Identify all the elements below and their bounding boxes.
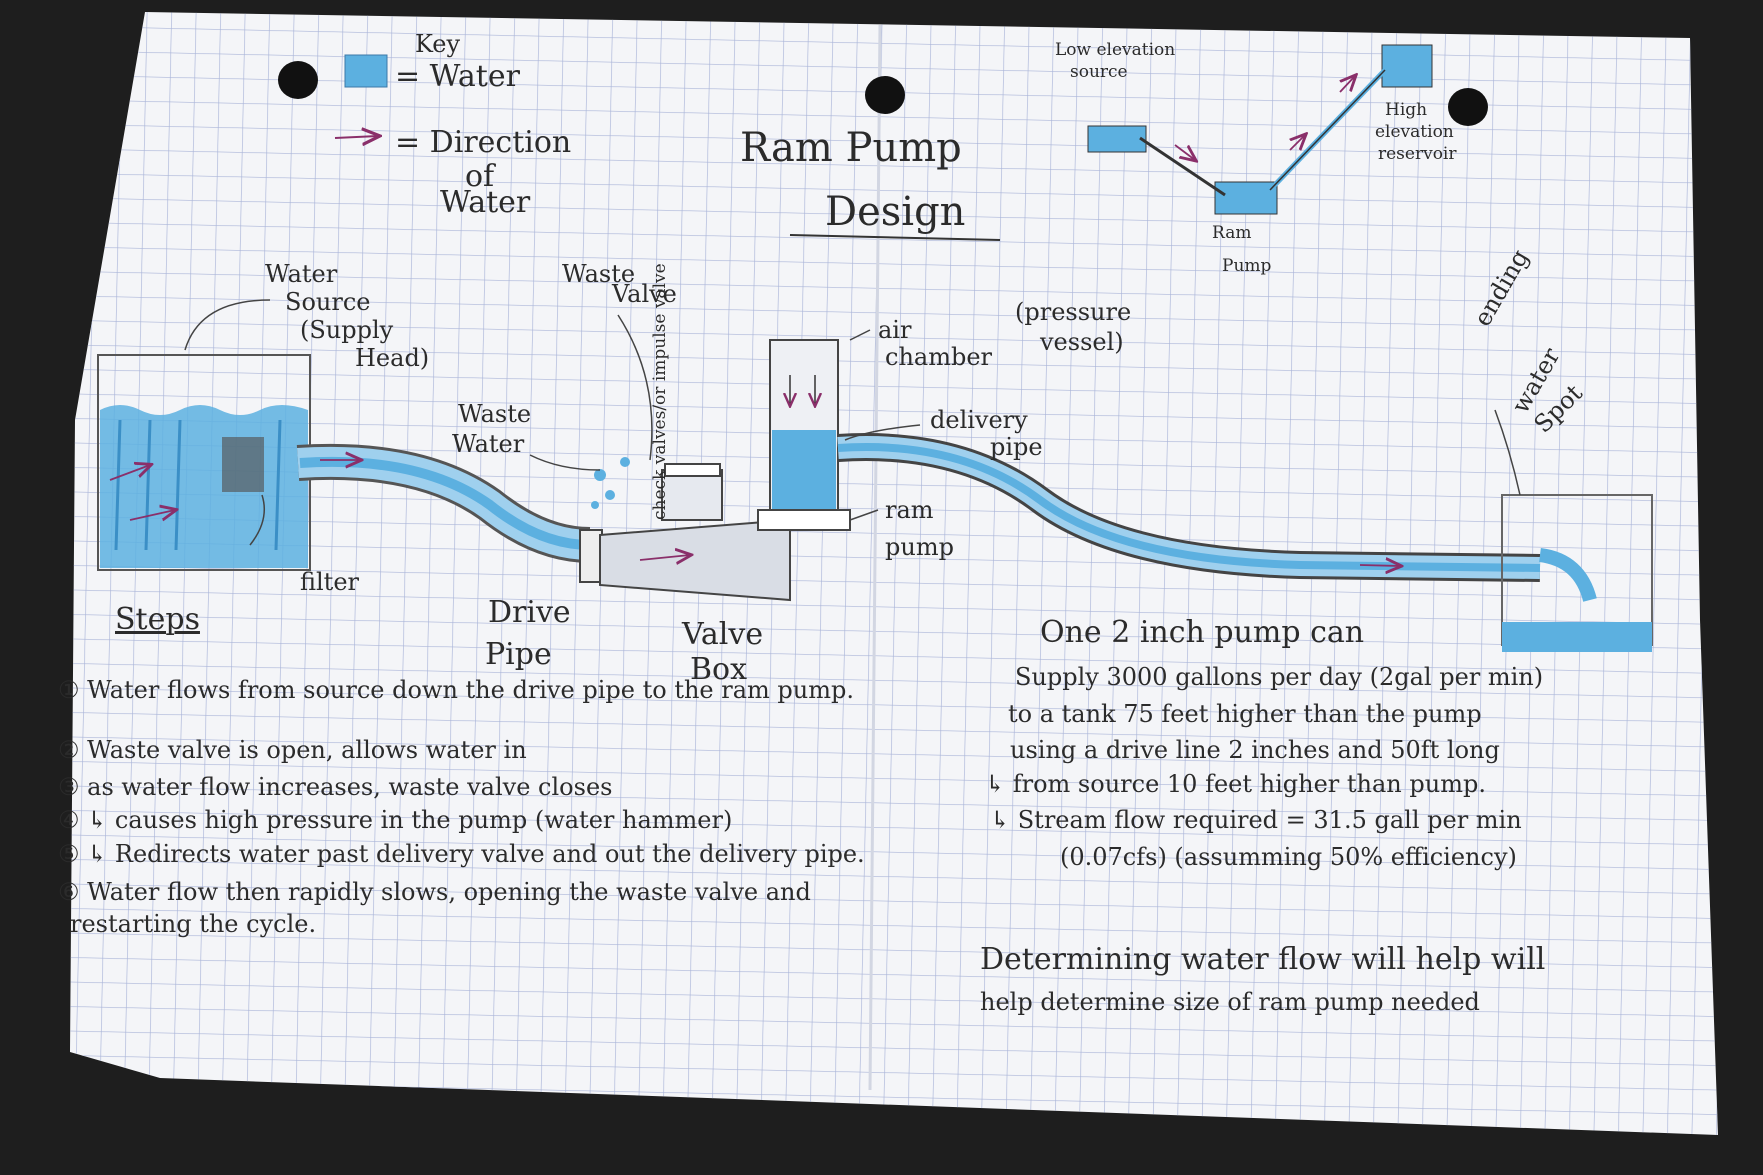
waste-valve-label: Waste bbox=[562, 260, 636, 288]
waste-valve-label: Valve bbox=[612, 280, 677, 308]
valve-box-label: Valve bbox=[682, 617, 764, 652]
key-heading: Key bbox=[415, 30, 461, 58]
key-water-swatch bbox=[344, 54, 388, 88]
title: Ram Pump bbox=[740, 125, 962, 171]
note-line: ↳ from source 10 feet higher than pump. bbox=[985, 770, 1486, 798]
key-direction-label: Water bbox=[440, 185, 531, 220]
step-item: ⑥ Water flow then rapidly slows, opening… bbox=[58, 878, 811, 906]
conclusion-line: Determining water flow will help will bbox=[980, 942, 1546, 977]
step-item: restarting the cycle. bbox=[70, 910, 317, 938]
mini-ram-pump-label: Pump bbox=[1222, 256, 1272, 276]
drive-pipe-label: Drive bbox=[488, 595, 571, 630]
ram-pump-body bbox=[579, 339, 851, 602]
binder-hole bbox=[865, 76, 905, 114]
conclusion-line: help determine size of ram pump needed bbox=[980, 988, 1480, 1016]
binder-hole bbox=[278, 61, 318, 99]
water-source-label: Source bbox=[285, 288, 371, 316]
note-line: One 2 inch pump can bbox=[1040, 615, 1365, 650]
key-arrow-icon bbox=[334, 136, 378, 138]
waste-water-label: Water bbox=[452, 430, 525, 458]
delivery-pipe-label: pipe bbox=[990, 433, 1043, 461]
water-source-label: Head) bbox=[355, 344, 430, 372]
note-line: using a drive line 2 inches and 50ft lon… bbox=[1010, 736, 1500, 764]
title: Design bbox=[825, 189, 966, 235]
step-item: ① Water flows from source down the drive… bbox=[58, 676, 854, 704]
step-item: ④ ↳ causes high pressure in the pump (wa… bbox=[58, 806, 733, 834]
air-chamber-label: air bbox=[878, 316, 912, 344]
ending-tank bbox=[1501, 494, 1653, 652]
check-valve-label: check valves/or impulse valve bbox=[650, 263, 670, 520]
step-item: ② Waste valve is open, allows water in bbox=[58, 736, 527, 764]
delivery-pipe-label: delivery bbox=[930, 406, 1028, 434]
filter-label: filter bbox=[300, 568, 360, 596]
note-line: to a tank 75 feet higher than the pump bbox=[1008, 700, 1482, 728]
step-item: ③ as water flow increases, waste valve c… bbox=[58, 773, 613, 801]
ram-pump-label: pump bbox=[885, 533, 954, 561]
mini-low-source-label: source bbox=[1070, 62, 1128, 82]
mini-high-reservoir-label: High bbox=[1385, 100, 1428, 120]
pressure-vessel-label: (pressure bbox=[1015, 298, 1132, 326]
mini-high-reservoir-label: reservoir bbox=[1378, 144, 1457, 164]
waste-water-label: Waste bbox=[458, 400, 532, 428]
drive-pipe-label: Pipe bbox=[485, 637, 552, 672]
water-source-label: (Supply bbox=[300, 316, 394, 344]
filter bbox=[222, 437, 264, 492]
water-source-label: Water bbox=[265, 260, 338, 288]
steps-heading: Steps bbox=[115, 602, 200, 637]
key-direction-label: = Direction bbox=[395, 125, 572, 160]
valve-box-label: Box bbox=[690, 652, 748, 687]
note-line: Supply 3000 gallons per day (2gal per mi… bbox=[1015, 663, 1544, 691]
note-line: ↳ Stream flow required = 31.5 gall per m… bbox=[990, 806, 1522, 834]
ram-pump-label: ram bbox=[885, 496, 934, 524]
key-water-label: = Water bbox=[395, 59, 520, 94]
water-source-tank bbox=[97, 354, 311, 571]
pressure-vessel-label: vessel) bbox=[1040, 328, 1124, 356]
mini-ram-pump-label: Ram bbox=[1212, 223, 1252, 243]
step-item: ⑤ ↳ Redirects water past delivery valve … bbox=[58, 840, 865, 868]
key-direction-label: of bbox=[465, 159, 495, 194]
mini-elevation-diagram bbox=[1087, 44, 1433, 215]
mini-high-reservoir-label: elevation bbox=[1375, 122, 1454, 142]
air-chamber-label: chamber bbox=[885, 343, 993, 371]
mini-low-source-label: Low elevation bbox=[1055, 40, 1176, 60]
note-line: (0.07cfs) (assumming 50% efficiency) bbox=[1060, 843, 1517, 871]
binder-hole bbox=[1448, 88, 1488, 126]
